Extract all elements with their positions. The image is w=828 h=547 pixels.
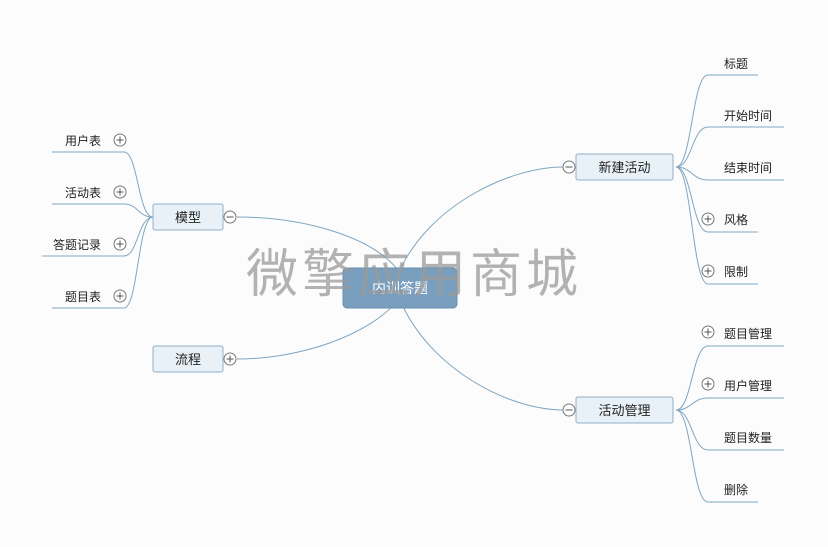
expand-icon[interactable] — [113, 237, 127, 251]
expand-icon[interactable] — [701, 212, 715, 226]
node-new-activity-label: 新建活动 — [598, 160, 650, 176]
node-flow-label: 流程 — [175, 353, 201, 368]
leaf-title: 标题 — [724, 57, 748, 71]
leaf-question-manage: 题目管理 — [724, 326, 772, 341]
center-node-label: 内训答题 — [372, 280, 428, 297]
expand-icon[interactable] — [223, 352, 237, 366]
node-activity-manage[interactable]: 活动管理 — [575, 396, 674, 424]
model-children: 用户表 活动表 答题记录 题目表 — [42, 133, 154, 309]
new-activity-children: 标题 开始时间 结束时间 风格 限制 — [675, 57, 784, 285]
connector-center-to-flow — [236, 299, 399, 360]
leaf-user-table: 用户表 — [65, 133, 101, 148]
activity-manage-children: 题目管理 用户管理 题目数量 删除 — [675, 325, 784, 503]
node-model[interactable]: 模型 — [152, 203, 224, 231]
connector-center-to-new-activity — [399, 166, 564, 271]
expand-icon[interactable] — [113, 185, 127, 199]
node-new-activity[interactable]: 新建活动 — [575, 153, 674, 181]
leaf-question-table: 题目表 — [65, 290, 101, 304]
connector-center-to-activity-manage — [399, 299, 564, 411]
node-flow[interactable]: 流程 — [152, 345, 224, 373]
collapse-icon[interactable] — [562, 403, 576, 417]
watermark: 微擎应用商城 — [246, 245, 582, 305]
leaf-start-time: 开始时间 — [724, 109, 772, 123]
expand-icon[interactable] — [113, 133, 127, 147]
leaf-user-manage: 用户管理 — [724, 378, 772, 393]
leaf-answer-record: 答题记录 — [53, 237, 101, 252]
expand-icon[interactable] — [701, 377, 715, 391]
leaf-question-count: 题目数量 — [724, 430, 772, 445]
expand-icon[interactable] — [701, 264, 715, 278]
expand-icon[interactable] — [113, 289, 127, 303]
leaf-delete: 删除 — [724, 482, 748, 497]
collapse-icon[interactable] — [562, 160, 576, 174]
connector-center-to-model — [236, 216, 399, 271]
leaf-activity-table: 活动表 — [65, 186, 101, 200]
leaf-end-time: 结束时间 — [724, 161, 772, 175]
leaf-limit: 限制 — [724, 265, 748, 279]
collapse-icon[interactable] — [223, 210, 237, 224]
expand-icon[interactable] — [701, 325, 715, 339]
node-model-label: 模型 — [175, 211, 201, 226]
node-activity-manage-label: 活动管理 — [598, 404, 650, 419]
center-node[interactable]: 内训答题 — [342, 267, 458, 309]
leaf-style: 风格 — [724, 212, 748, 227]
